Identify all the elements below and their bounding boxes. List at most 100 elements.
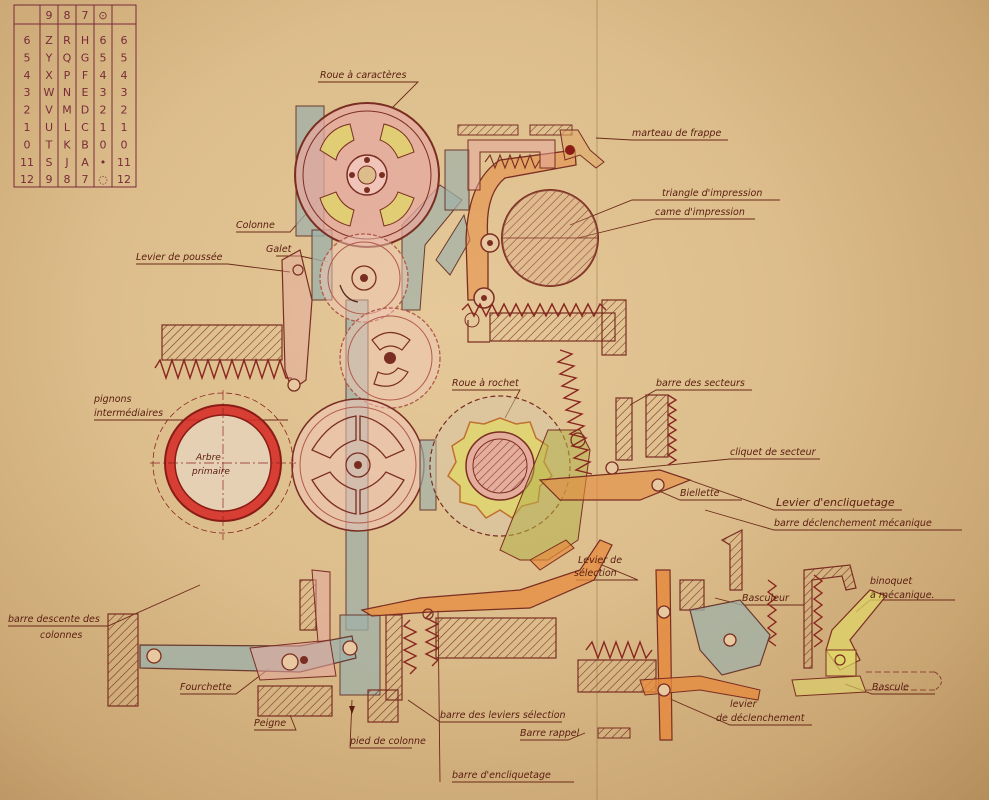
code-table-cell: W <box>44 86 55 99</box>
label-levier-de: Levier de <box>578 555 622 566</box>
label-peigne: Peigne <box>254 718 286 729</box>
column-foot-arrow <box>349 706 355 714</box>
code-table-cell: 8 <box>64 173 71 186</box>
code-table-cell: • <box>100 156 107 169</box>
code-table-cell: P <box>64 69 71 82</box>
label-a-mecanique: à mécanique. <box>870 590 935 601</box>
label-barre-leviers-selection: barre des leviers sélection <box>440 710 566 721</box>
label-de-declenchement: de déclenchement <box>716 713 806 724</box>
label-basculeur: Basculeur <box>742 593 790 604</box>
code-table-frame <box>13 4 137 188</box>
label-cliquet-secteur: cliquet de secteur <box>730 447 817 458</box>
code-table-cell: 9 <box>46 173 53 186</box>
label-fourchette: Fourchette <box>180 682 232 693</box>
code-table-row-number: 5 <box>24 51 31 64</box>
fork-assembly <box>139 569 358 681</box>
code-table-cell: V <box>45 104 53 117</box>
code-table-cell: 1 <box>100 121 107 134</box>
label-pignons: pignons <box>93 394 132 405</box>
code-table-cell: C <box>81 121 89 134</box>
code-table-row-number: 6 <box>24 34 31 47</box>
primary-shaft <box>150 390 296 540</box>
labels: Roue à caractères marteau de frappe tria… <box>8 70 935 781</box>
code-table-row-number: 3 <box>24 86 31 99</box>
label-selection: sélection <box>574 568 617 579</box>
code-table-row-number: 4 <box>24 69 31 82</box>
code-table-header: ⊙ <box>98 9 107 22</box>
code-table-row-number: 6 <box>121 34 128 47</box>
character-wheel <box>294 102 440 248</box>
code-table-cell: 0 <box>100 138 107 151</box>
label-barre-rappel: Barre rappel <box>520 728 580 739</box>
code-table-cell: X <box>45 69 53 82</box>
label-colonnes: colonnes <box>40 630 82 641</box>
code-table-row-number: 11 <box>20 156 34 169</box>
code-table-row-number: 11 <box>117 156 131 169</box>
trigger-lever <box>639 569 761 741</box>
code-table-cell: E <box>82 86 89 99</box>
ratchet-lever <box>360 461 692 620</box>
code-table-cell: Z <box>45 34 53 47</box>
label-colonne: Colonne <box>236 220 275 231</box>
code-table-row-number: 12 <box>117 173 131 186</box>
code-table-cell: 3 <box>100 86 107 99</box>
label-barre-secteurs: barre des secteurs <box>656 378 745 389</box>
code-table-cell: 2 <box>100 104 107 117</box>
binoquet <box>791 589 942 697</box>
code-table-cell: 7 <box>82 173 89 186</box>
push-lever <box>281 249 313 392</box>
code-table-cell: S <box>46 156 53 169</box>
print-triangle <box>464 149 577 328</box>
label-barre-encliquetage: barre d'encliquetage <box>452 770 551 781</box>
label-levier-poussee: Levier de poussée <box>136 252 223 263</box>
label-galet: Galet <box>266 244 293 255</box>
code-table-header: 9 <box>46 9 53 22</box>
print-cam <box>501 189 599 287</box>
label-barre-descente: barre descente des <box>8 614 100 625</box>
label-roue-rochet: Roue à rochet <box>452 378 520 389</box>
code-table-row-number: 1 <box>24 121 31 134</box>
hammer-assembly <box>457 124 605 191</box>
label-arbre: Arbre <box>195 453 221 463</box>
code-table-cell: F <box>82 69 88 82</box>
label-biellette: Biellette <box>680 488 720 499</box>
code-table-row-number: 5 <box>121 51 128 64</box>
ratchet-wheel <box>429 395 591 561</box>
code-table-cell: L <box>64 121 71 134</box>
code-table-row-number: 3 <box>121 86 128 99</box>
code-table-cell: A <box>81 156 89 169</box>
label-levier-encliquetage: Levier d'encliquetage <box>776 496 895 509</box>
code-table-cell: 6 <box>100 34 107 47</box>
intermediate-gear-lower <box>291 398 425 532</box>
label-binoquet: binoquet <box>870 576 913 587</box>
rocker <box>689 599 771 676</box>
label-bascule: Bascule <box>872 682 909 693</box>
label-levier: levier <box>730 699 758 710</box>
code-table-row-number: 1 <box>121 121 128 134</box>
code-table-row-number: 2 <box>121 104 128 117</box>
code-table-cell: J <box>64 156 68 169</box>
code-table-header: 8 <box>64 9 71 22</box>
label-pied-colonne: pied de colonne <box>349 736 426 747</box>
code-table-cell: B <box>81 138 89 151</box>
paper-fold <box>596 0 598 800</box>
label-primaire: primaire <box>191 467 230 477</box>
code-table-row-number: 2 <box>24 104 31 117</box>
label-triangle-impression: triangle d'impression <box>662 188 762 199</box>
code-table-cell: D <box>81 104 89 117</box>
code-table-cell: Q <box>63 51 72 64</box>
code-table-cell: ◌ <box>98 173 108 186</box>
code-table-cell: H <box>81 34 89 47</box>
code-table-cell: 5 <box>100 51 107 64</box>
code-table-cell: M <box>62 104 72 117</box>
code-table-row-number: 4 <box>121 69 128 82</box>
code-table-cell: U <box>45 121 53 134</box>
code-table-cell: 4 <box>100 69 107 82</box>
code-table-cell: R <box>63 34 71 47</box>
label-marteau-frappe: marteau de frappe <box>632 128 721 139</box>
label-came-impression: came d'impression <box>655 207 745 218</box>
label-intermediaires: intermédiaires <box>94 408 163 419</box>
code-table-cell: G <box>81 51 90 64</box>
label-roue-caracteres: Roue à caractères <box>320 70 406 81</box>
